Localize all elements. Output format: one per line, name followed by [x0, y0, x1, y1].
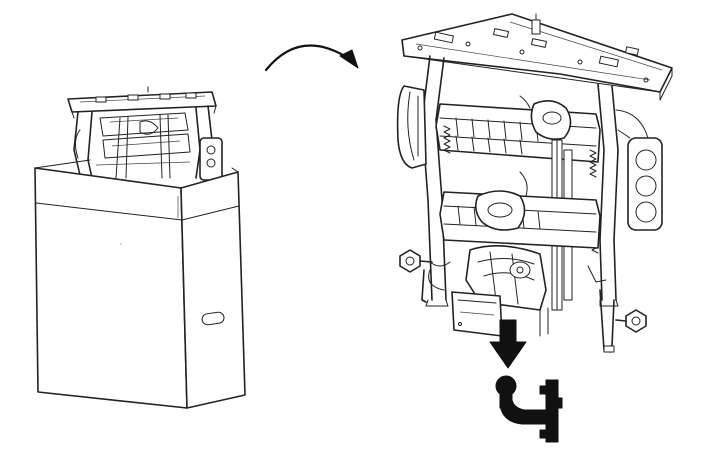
lower-drive-unit: [451, 245, 547, 337]
left-knob: [399, 249, 433, 273]
adjustment-knobs: [399, 249, 647, 333]
right-side-pod: [615, 109, 663, 231]
upper-cross-member: [435, 95, 601, 163]
right-knob: [615, 309, 647, 333]
cardboard-box: [34, 159, 246, 409]
lower-legs: [421, 261, 615, 353]
lower-cross-member: [439, 171, 601, 249]
seat-mechanism-assembly: [396, 13, 673, 353]
boxed-mechanism: [67, 86, 223, 181]
top-mounting-plate: [401, 13, 673, 101]
curved-arrow-icon: [264, 44, 359, 72]
boxed-unit: [34, 86, 246, 409]
down-arrow-icon: [489, 319, 527, 369]
mounting-bracket-icon: [495, 375, 563, 443]
left-side-pod: [396, 85, 427, 169]
